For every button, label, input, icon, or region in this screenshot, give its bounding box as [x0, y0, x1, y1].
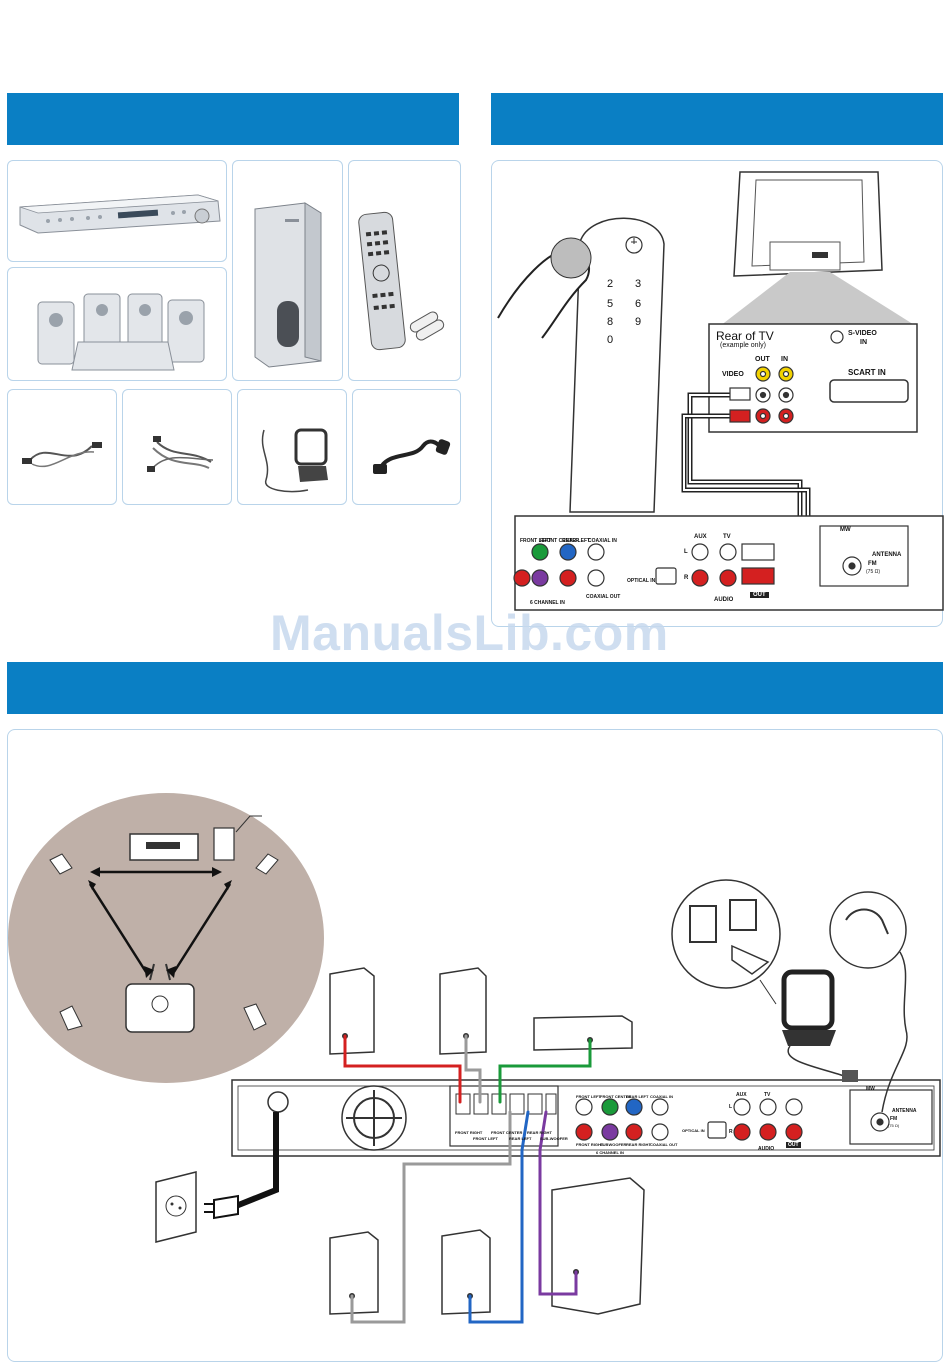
section-header-tv-connection	[491, 93, 943, 145]
remote-key-6: 6	[635, 298, 642, 310]
rx2-fm: FM	[890, 1116, 898, 1122]
subwoofer-illustration	[254, 202, 322, 368]
rear-right-speaker	[329, 1231, 379, 1315]
rx2-rear-left: REAR LEFT	[626, 1094, 649, 1099]
section-header-box-contents	[7, 93, 459, 145]
audio-cable-illustration	[147, 436, 214, 472]
example-only-label: (example only)	[720, 342, 766, 349]
rx2-front-center: FRONT CENTER	[600, 1094, 632, 1099]
rx-front-left: FRONT LEFT	[520, 538, 552, 544]
item-remote-control	[348, 160, 461, 381]
term-rear-left: REAR LEFT	[509, 1136, 532, 1141]
rx2-mw: MW	[866, 1086, 875, 1092]
rx-tv: TV	[723, 534, 731, 540]
item-am-fm-antenna	[237, 389, 347, 505]
item-audio-cable	[122, 389, 232, 505]
rx-front-center: FRONT CENTER	[540, 538, 580, 544]
item-subwoofer	[232, 160, 343, 381]
remote-and-batteries-illustration	[358, 211, 445, 351]
tv-set	[733, 171, 883, 277]
remote-key-8: 8	[607, 316, 614, 328]
video-cable-illustration	[22, 442, 102, 468]
remote-key-9: 9	[635, 316, 642, 328]
center-speaker	[533, 1015, 633, 1051]
front-left-speaker	[439, 967, 487, 1055]
rx2-r: R	[729, 1129, 733, 1135]
term-subwoofer: SUB-WOOFER	[540, 1136, 568, 1141]
scart-port-icon	[829, 379, 909, 403]
rx2-tv: TV	[764, 1092, 771, 1098]
fm-antenna-callout	[829, 891, 908, 1113]
scart-in-label: SCART IN	[848, 368, 886, 377]
rx2-front-right: FRONT RIGHT	[576, 1142, 604, 1147]
term-front-center: FRONT CENTER	[491, 1130, 523, 1135]
rx-fm: FM	[868, 561, 877, 567]
wall-outlet	[155, 1171, 197, 1243]
power-cord-illustration	[373, 439, 451, 474]
power-icon	[625, 236, 643, 254]
term-front-left: FRONT LEFT	[473, 1136, 498, 1141]
svideo-label-2: IN	[860, 339, 867, 346]
rx2-rear-right: REAR RIGHT	[626, 1142, 651, 1147]
rx2-coaxial-in: COAXIAL IN	[650, 1094, 674, 1099]
rx2-aux: AUX	[736, 1092, 747, 1098]
rx-fm-ohm: (75 Ω)	[866, 569, 881, 575]
room-layout	[8, 793, 324, 1083]
rx2-out: OUT	[786, 1142, 801, 1148]
power-cord	[234, 1112, 279, 1209]
tv-video-label: VIDEO	[722, 371, 744, 378]
rx-optical-in: OPTICAL IN	[627, 578, 656, 584]
rx-rear-left: REAR LEFT	[562, 538, 591, 544]
antenna-assembly-callout	[671, 879, 858, 1082]
rear-left-speaker	[441, 1229, 491, 1315]
tv-connection-diagram	[497, 171, 944, 611]
rx2-fm-ohm: (75 Ω)	[888, 1123, 900, 1128]
rx2-antenna: ANTENNA	[892, 1108, 917, 1114]
rx2-audio: AUDIO	[758, 1146, 775, 1152]
rx-6ch-in: 6 CHANNEL IN	[530, 600, 565, 606]
speakers-illustration	[37, 293, 205, 371]
rx2-optical-in: OPTICAL IN	[682, 1128, 705, 1133]
remote-key-5: 5	[607, 298, 614, 310]
remote-key-3: 3	[635, 278, 642, 290]
rx-coaxial-in: COAXIAL IN	[588, 538, 617, 544]
rx-coaxial-out: COAXIAL OUT	[586, 594, 621, 600]
dvd-receiver-illustration	[19, 194, 221, 234]
rear-of-tv-label: Rear of TV	[716, 329, 774, 343]
rx-l: L	[684, 549, 688, 555]
term-front-right: FRONT RIGHT	[455, 1130, 483, 1135]
section-header-speaker-setup	[7, 662, 943, 714]
rx-aux: AUX	[694, 534, 707, 540]
rx2-6ch-in: 6 CHANNEL IN	[596, 1150, 624, 1155]
remote-key-2: 2	[607, 278, 614, 290]
rx-out: OUT	[750, 592, 769, 598]
svideo-jack-icon	[830, 330, 844, 344]
item-video-cable	[7, 389, 117, 505]
rx-audio: AUDIO	[714, 597, 734, 603]
rx2-front-left: FRONT LEFT	[576, 1094, 601, 1099]
rx2-coaxial-out: COAXIAL OUT	[650, 1142, 678, 1147]
item-power-cord	[352, 389, 461, 505]
rx2-l: L	[729, 1104, 733, 1110]
rx2-subwoofer: SUBWOOFER	[600, 1142, 627, 1147]
power-socket-icon	[267, 1091, 289, 1113]
item-speakers	[7, 267, 227, 381]
remote-control-large	[569, 217, 665, 513]
svideo-label-1: S-VIDEO	[848, 330, 877, 337]
rx-r: R	[684, 575, 689, 581]
front-right-speaker	[329, 967, 375, 1055]
tv-out-label: OUT	[755, 356, 770, 363]
rx-mw: MW	[840, 527, 851, 533]
tv-in-label: IN	[781, 356, 788, 363]
rx-antenna: ANTENNA	[872, 552, 902, 558]
item-dvd-receiver	[7, 160, 227, 262]
antenna-illustration	[261, 428, 328, 493]
watermark-text: ManualsLib.com	[270, 605, 669, 661]
term-rear-right: REAR RIGHT	[527, 1130, 552, 1135]
remote-key-0: 0	[607, 334, 614, 346]
